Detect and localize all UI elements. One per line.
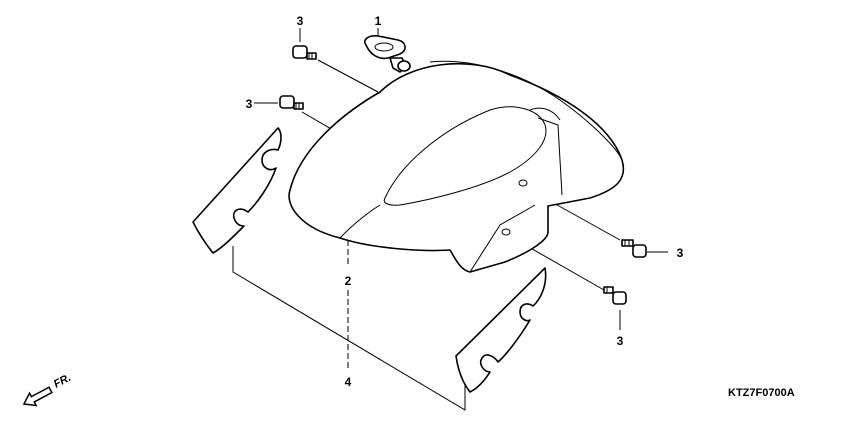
- callout-4: 4: [345, 375, 352, 389]
- arrow-left-down-icon: [22, 386, 53, 407]
- callout-3-top: 3: [297, 14, 304, 28]
- drawing-code: KTZ7F0700A: [728, 387, 795, 399]
- bolt-upper-left: [279, 95, 304, 110]
- callout-3-right: 3: [677, 246, 684, 260]
- clip-part: [363, 35, 411, 73]
- callout-3-left: 3: [246, 97, 253, 111]
- front-fender: [288, 60, 625, 273]
- bolt-right-lower: [603, 286, 627, 305]
- inner-pad-right: [455, 267, 547, 393]
- callout-3-bottom: 3: [617, 334, 624, 348]
- callout-1: 1: [375, 14, 382, 28]
- inner-pad-left: [192, 127, 282, 254]
- direction-label: FR.: [52, 372, 73, 391]
- bolt-top: [292, 45, 317, 60]
- callout-2: 2: [345, 274, 352, 288]
- bolt-right-upper: [621, 239, 647, 258]
- front-direction-indicator: FR.: [22, 372, 73, 407]
